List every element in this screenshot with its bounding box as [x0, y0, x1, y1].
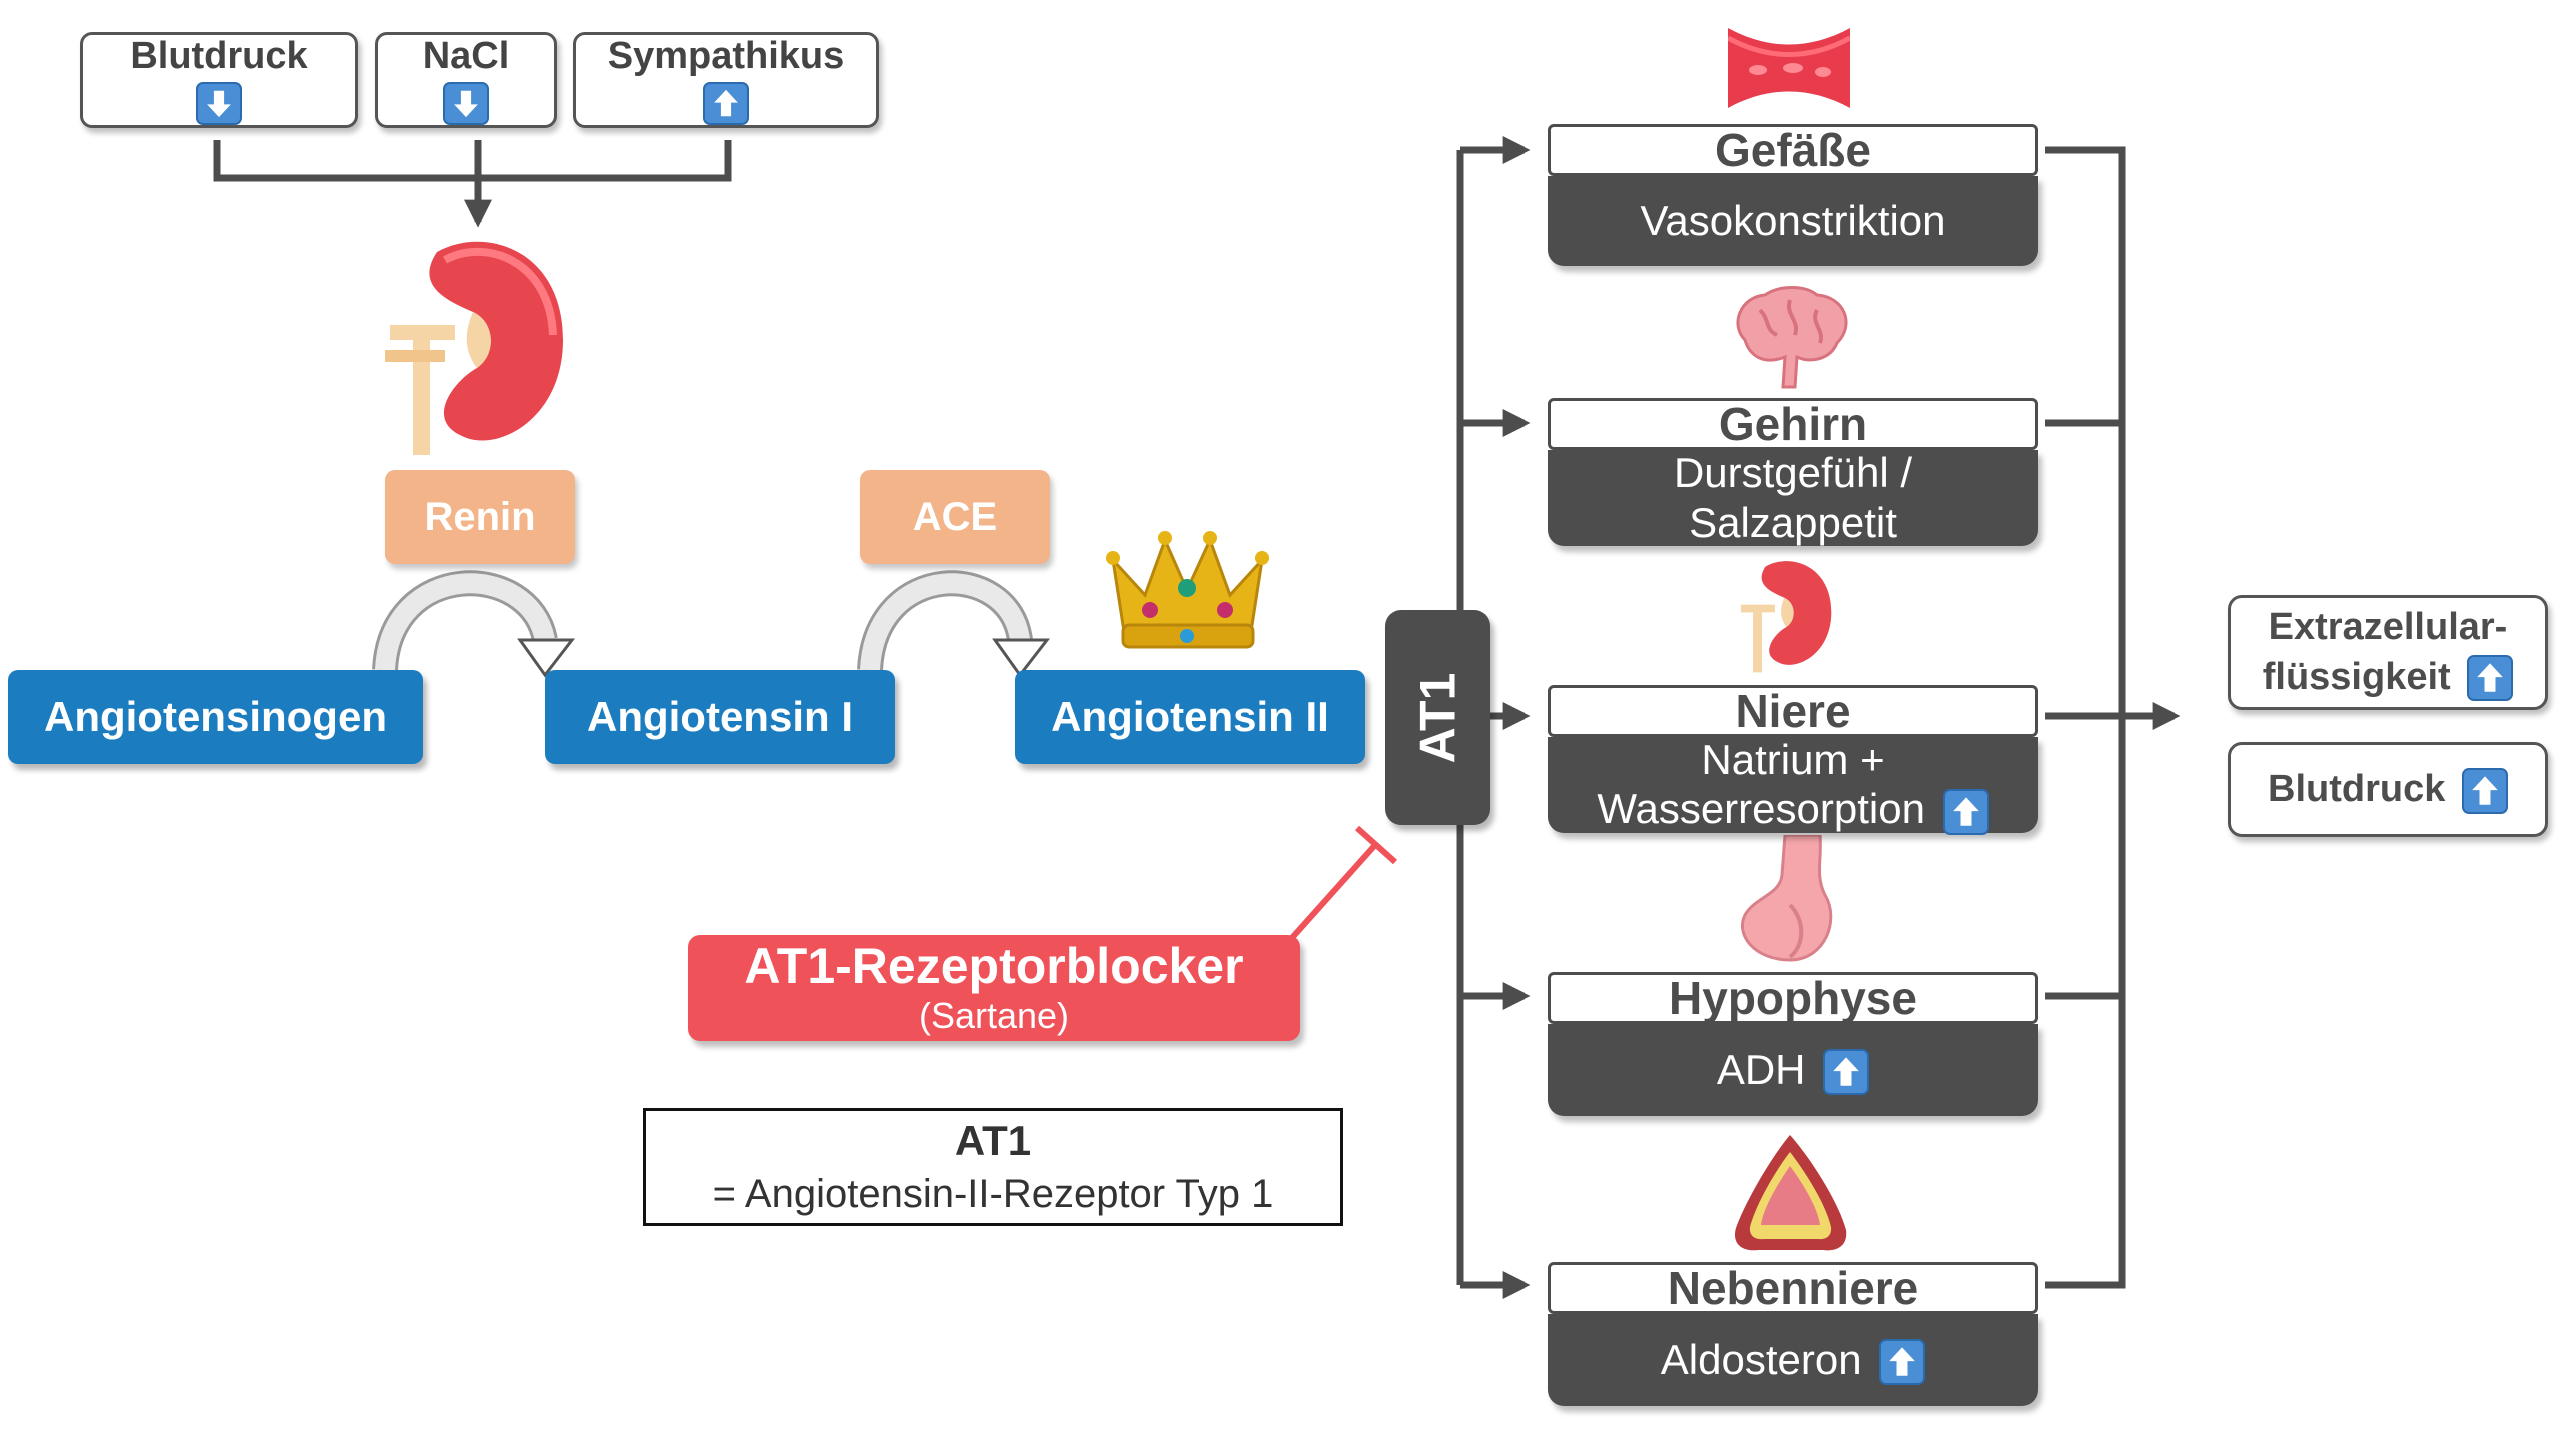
pituitary-icon [1740, 835, 1833, 962]
molecule-angiotensin-1: Angiotensin I [545, 670, 895, 764]
enzyme-ace-label: ACE [912, 494, 998, 539]
organ-niere-effect-line-2: Wasserresorption [1597, 785, 1925, 833]
at1-blocker: AT1-Rezeptorblocker (Sartane) [688, 935, 1300, 1041]
trigger-nacl-label: NaCl [422, 35, 510, 77]
up-arrow-icon [2467, 655, 2514, 702]
outcome-blutdruck: Blutdruck [2228, 742, 2548, 837]
outcome-efv-line-1: Extrazellular- [2268, 606, 2508, 649]
note-text: = Angiotensin-II-Rezeptor Typ 1 [712, 1172, 1274, 1217]
trigger-blutdruck: Blutdruck [80, 32, 358, 128]
organ-effect-hypophyse: ADH [1548, 1024, 2038, 1116]
organ-title-hypophyse: Hypophyse [1548, 972, 2038, 1024]
kidney-icon [385, 241, 563, 455]
organ-merge-connector [2045, 146, 2181, 1289]
organ-hypophyse-name: Hypophyse [1669, 972, 1917, 1024]
ace-conversion-arrow [857, 570, 1051, 678]
organ-nebenniere-name: Nebenniere [1667, 1262, 1919, 1314]
trigger-blutdruck-label: Blutdruck [130, 35, 308, 77]
organ-effect-gehirn: Durstgefühl / Salzappetit [1548, 449, 2038, 546]
enzyme-renin-label: Renin [424, 494, 536, 539]
trigger-nacl: NaCl [375, 32, 557, 128]
organ-gehirn-effect-line-2: Salzappetit [1689, 499, 1897, 546]
organ-effect-gefaesse: Vasokonstriktion [1548, 176, 2038, 266]
organ-title-niere: Niere [1548, 685, 2038, 737]
organ-effect-nebenniere: Aldosteron [1548, 1314, 2038, 1406]
organ-title-nebenniere: Nebenniere [1548, 1262, 2038, 1314]
organ-nebenniere-effect-wrap: Aldosteron [1660, 1335, 1926, 1386]
blocker-inhibition-line [1287, 825, 1398, 943]
organ-niere-name: Niere [1735, 685, 1851, 737]
molecule-angiotensinogen: Angiotensinogen [8, 670, 423, 764]
organ-niere-effect-line-1: Natrium + [1701, 735, 1885, 783]
organ-niere-effect-line-2-wrap: Wasserresorption [1597, 784, 1989, 836]
at1-blocker-title: AT1-Rezeptorblocker [744, 937, 1244, 994]
at1-receptor-label: AT1 [1409, 672, 1466, 763]
organ-gehirn-name: Gehirn [1718, 398, 1868, 450]
up-arrow-icon [1942, 789, 1989, 836]
at1-receptor: AT1 [1385, 610, 1490, 825]
outcome-blutdruck-label: Blutdruck [2268, 767, 2446, 810]
organ-gefaesse-name: Gefäße [1715, 124, 1871, 176]
up-arrow-icon [703, 82, 749, 125]
outcome-extrazellularfluessigkeit: Extrazellular- flüssigkeit [2228, 595, 2548, 710]
organ-gefaesse-effect: Vasokonstriktion [1640, 197, 1946, 245]
at1-definition-note: AT1 = Angiotensin-II-Rezeptor Typ 1 [643, 1108, 1343, 1226]
molecule-angiotensin-2-label: Angiotensin II [1051, 693, 1329, 740]
molecule-angiotensin-1-label: Angiotensin I [587, 693, 853, 740]
organ-hypophyse-effect-wrap: ADH [1716, 1045, 1870, 1096]
organ-gehirn-effect-line-1: Durstgefühl / [1673, 449, 1913, 497]
enzyme-ace: ACE [860, 470, 1050, 564]
blood-vessel-icon [1728, 28, 1850, 108]
kidney-icon [1741, 561, 1832, 673]
organ-effect-niere: Natrium + Wasserresorption [1548, 735, 2038, 836]
up-arrow-icon [1823, 1049, 1870, 1096]
molecule-angiotensinogen-label: Angiotensinogen [44, 693, 387, 740]
down-arrow-icon [196, 82, 242, 125]
organ-nebenniere-effect: Aldosteron [1660, 1335, 1862, 1383]
up-arrow-icon [1879, 1339, 1926, 1386]
organ-hypophyse-effect: ADH [1716, 1045, 1806, 1093]
trigger-sympathikus: Sympathikus [573, 32, 879, 128]
trigger-merge-connector [213, 140, 732, 228]
adrenal-gland-icon [1734, 1135, 1847, 1251]
molecule-angiotensin-2: Angiotensin II [1015, 670, 1365, 764]
outcome-blutdruck-wrap: Blutdruck [2268, 765, 2508, 814]
organ-title-gehirn: Gehirn [1548, 398, 2038, 450]
note-title: AT1 [954, 1116, 1032, 1164]
organ-title-gefaesse: Gefäße [1548, 124, 2038, 176]
outcome-efv-line-2-wrap: flüssigkeit [2263, 653, 2514, 702]
crown-icon [1106, 531, 1269, 649]
down-arrow-icon [443, 82, 489, 125]
outcome-efv-line-2: flüssigkeit [2262, 655, 2451, 698]
brain-icon [1736, 286, 1848, 389]
up-arrow-icon [2461, 767, 2508, 814]
renin-conversion-arrow [372, 570, 576, 678]
trigger-sympathikus-label: Sympathikus [607, 35, 845, 77]
at1-blocker-subtitle: (Sartane) [918, 994, 1070, 1036]
enzyme-renin: Renin [385, 470, 575, 564]
